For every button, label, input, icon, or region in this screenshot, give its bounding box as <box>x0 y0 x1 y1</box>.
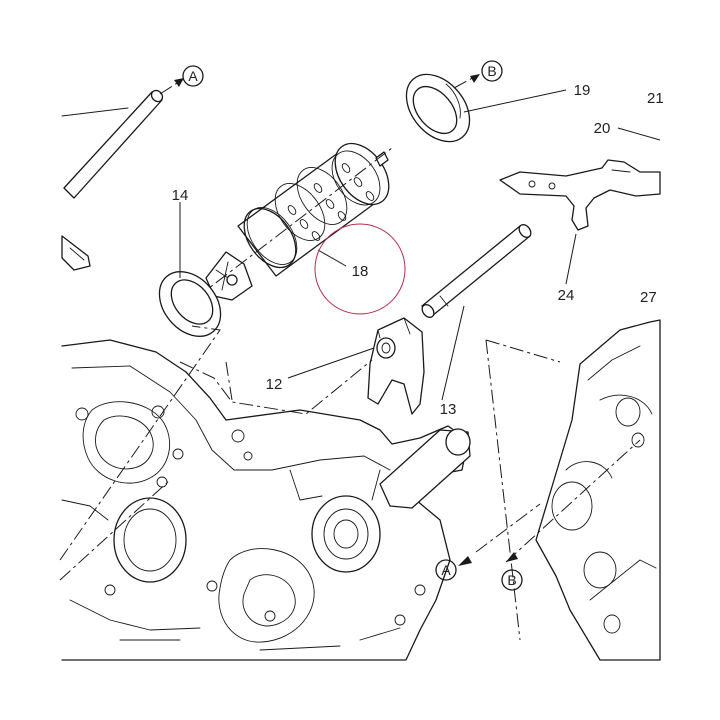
leader-20 <box>617 127 661 141</box>
arrow-to-ref-b-top <box>453 74 480 89</box>
washer-19 <box>405 73 471 143</box>
leader-19 <box>463 89 567 113</box>
part-label-19: 19 <box>574 82 591 99</box>
ref-circle-a-top: A <box>182 65 204 87</box>
part-label-12: 12 <box>266 376 283 393</box>
arrow-to-ref-a-top <box>159 78 184 95</box>
crankcase-right-half <box>535 319 661 661</box>
crankcase-left-half <box>61 339 471 661</box>
part-label-13: 13 <box>440 401 457 418</box>
leader-18 <box>317 249 347 267</box>
ref-a-top-label: A <box>188 68 198 84</box>
leader-12 <box>287 347 375 379</box>
part-label-18: 18 <box>352 263 369 280</box>
arrow-to-ref-a-bottom <box>458 503 541 566</box>
ref-circle-a-bottom: A <box>435 559 457 581</box>
ref-a-bottom-label: A <box>441 562 451 578</box>
guide-line-fork <box>179 359 373 415</box>
leader-13 <box>441 305 465 401</box>
ref-circle-b-bottom: B <box>501 569 523 591</box>
rod-top-left <box>61 89 164 199</box>
guide-line-right-3 <box>505 439 641 563</box>
guide-line-right-2 <box>485 339 561 363</box>
shift-fork-12 <box>367 317 425 415</box>
ref-circle-b-top: B <box>481 60 503 82</box>
part-label-21: 21 <box>647 90 664 107</box>
guide-line-drum <box>225 361 233 401</box>
part-label-14: 14 <box>172 187 189 204</box>
guide-line-left-2 <box>59 325 221 561</box>
bracket-piece-left <box>61 235 91 271</box>
arrow-to-ref-b-bottom <box>506 552 518 562</box>
selector-lever-24 <box>499 159 661 231</box>
ref-b-top-label: B <box>487 63 496 79</box>
part-label-24: 24 <box>558 287 575 304</box>
leader-24 <box>565 233 577 285</box>
guide-line-right-1 <box>485 339 521 641</box>
part-label-20: 20 <box>594 120 611 137</box>
rod-13 <box>421 224 532 318</box>
part-label-27: 27 <box>640 289 657 306</box>
drum-axis-line <box>195 147 393 299</box>
highlight-circle-18 <box>314 223 406 315</box>
ref-b-bottom-label: B <box>507 572 516 588</box>
washer-14 <box>158 271 222 337</box>
